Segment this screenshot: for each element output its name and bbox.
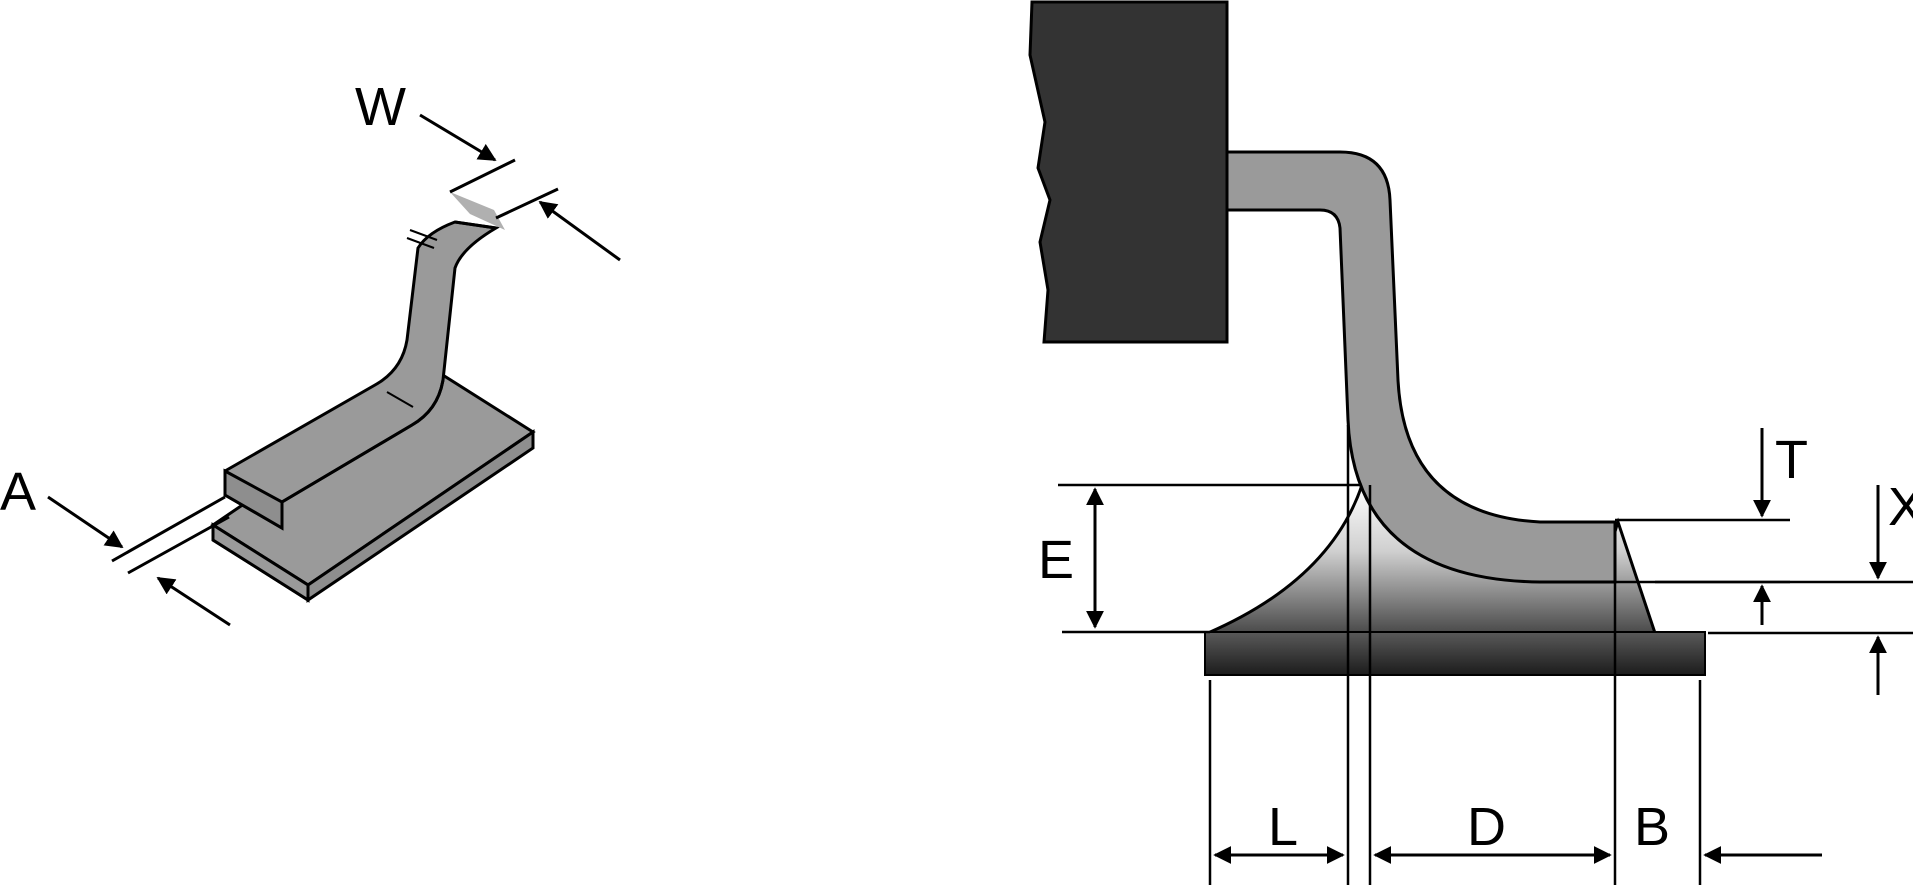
solder-thickness-dimension-x: X [1655,477,1913,695]
fillet-height-dimension-e: E [1038,483,1362,634]
isometric-lead-view: W A [0,77,621,627]
thickness-dimension-a: A [0,462,231,627]
side-profile-view: E T X L [1028,0,1913,885]
solder-pad [1204,631,1706,676]
dimension-b: B [1634,797,1822,864]
gull-wing-lead [1225,150,1617,584]
label-t: T [1775,430,1808,490]
label-l: L [1268,797,1298,857]
extension-lines [1208,425,1702,885]
component-body [1028,0,1229,344]
dimension-l: L [1213,797,1345,864]
dimension-d: D [1373,797,1612,864]
label-e: E [1038,530,1074,590]
iso-pad [210,370,536,603]
label-d: D [1467,797,1506,857]
label-b: B [1634,797,1670,857]
label-x: X [1888,477,1913,537]
width-dimension-w: W [355,77,621,262]
label-a: A [0,462,36,522]
iso-lead-foot [223,192,505,531]
label-w: W [355,77,406,137]
